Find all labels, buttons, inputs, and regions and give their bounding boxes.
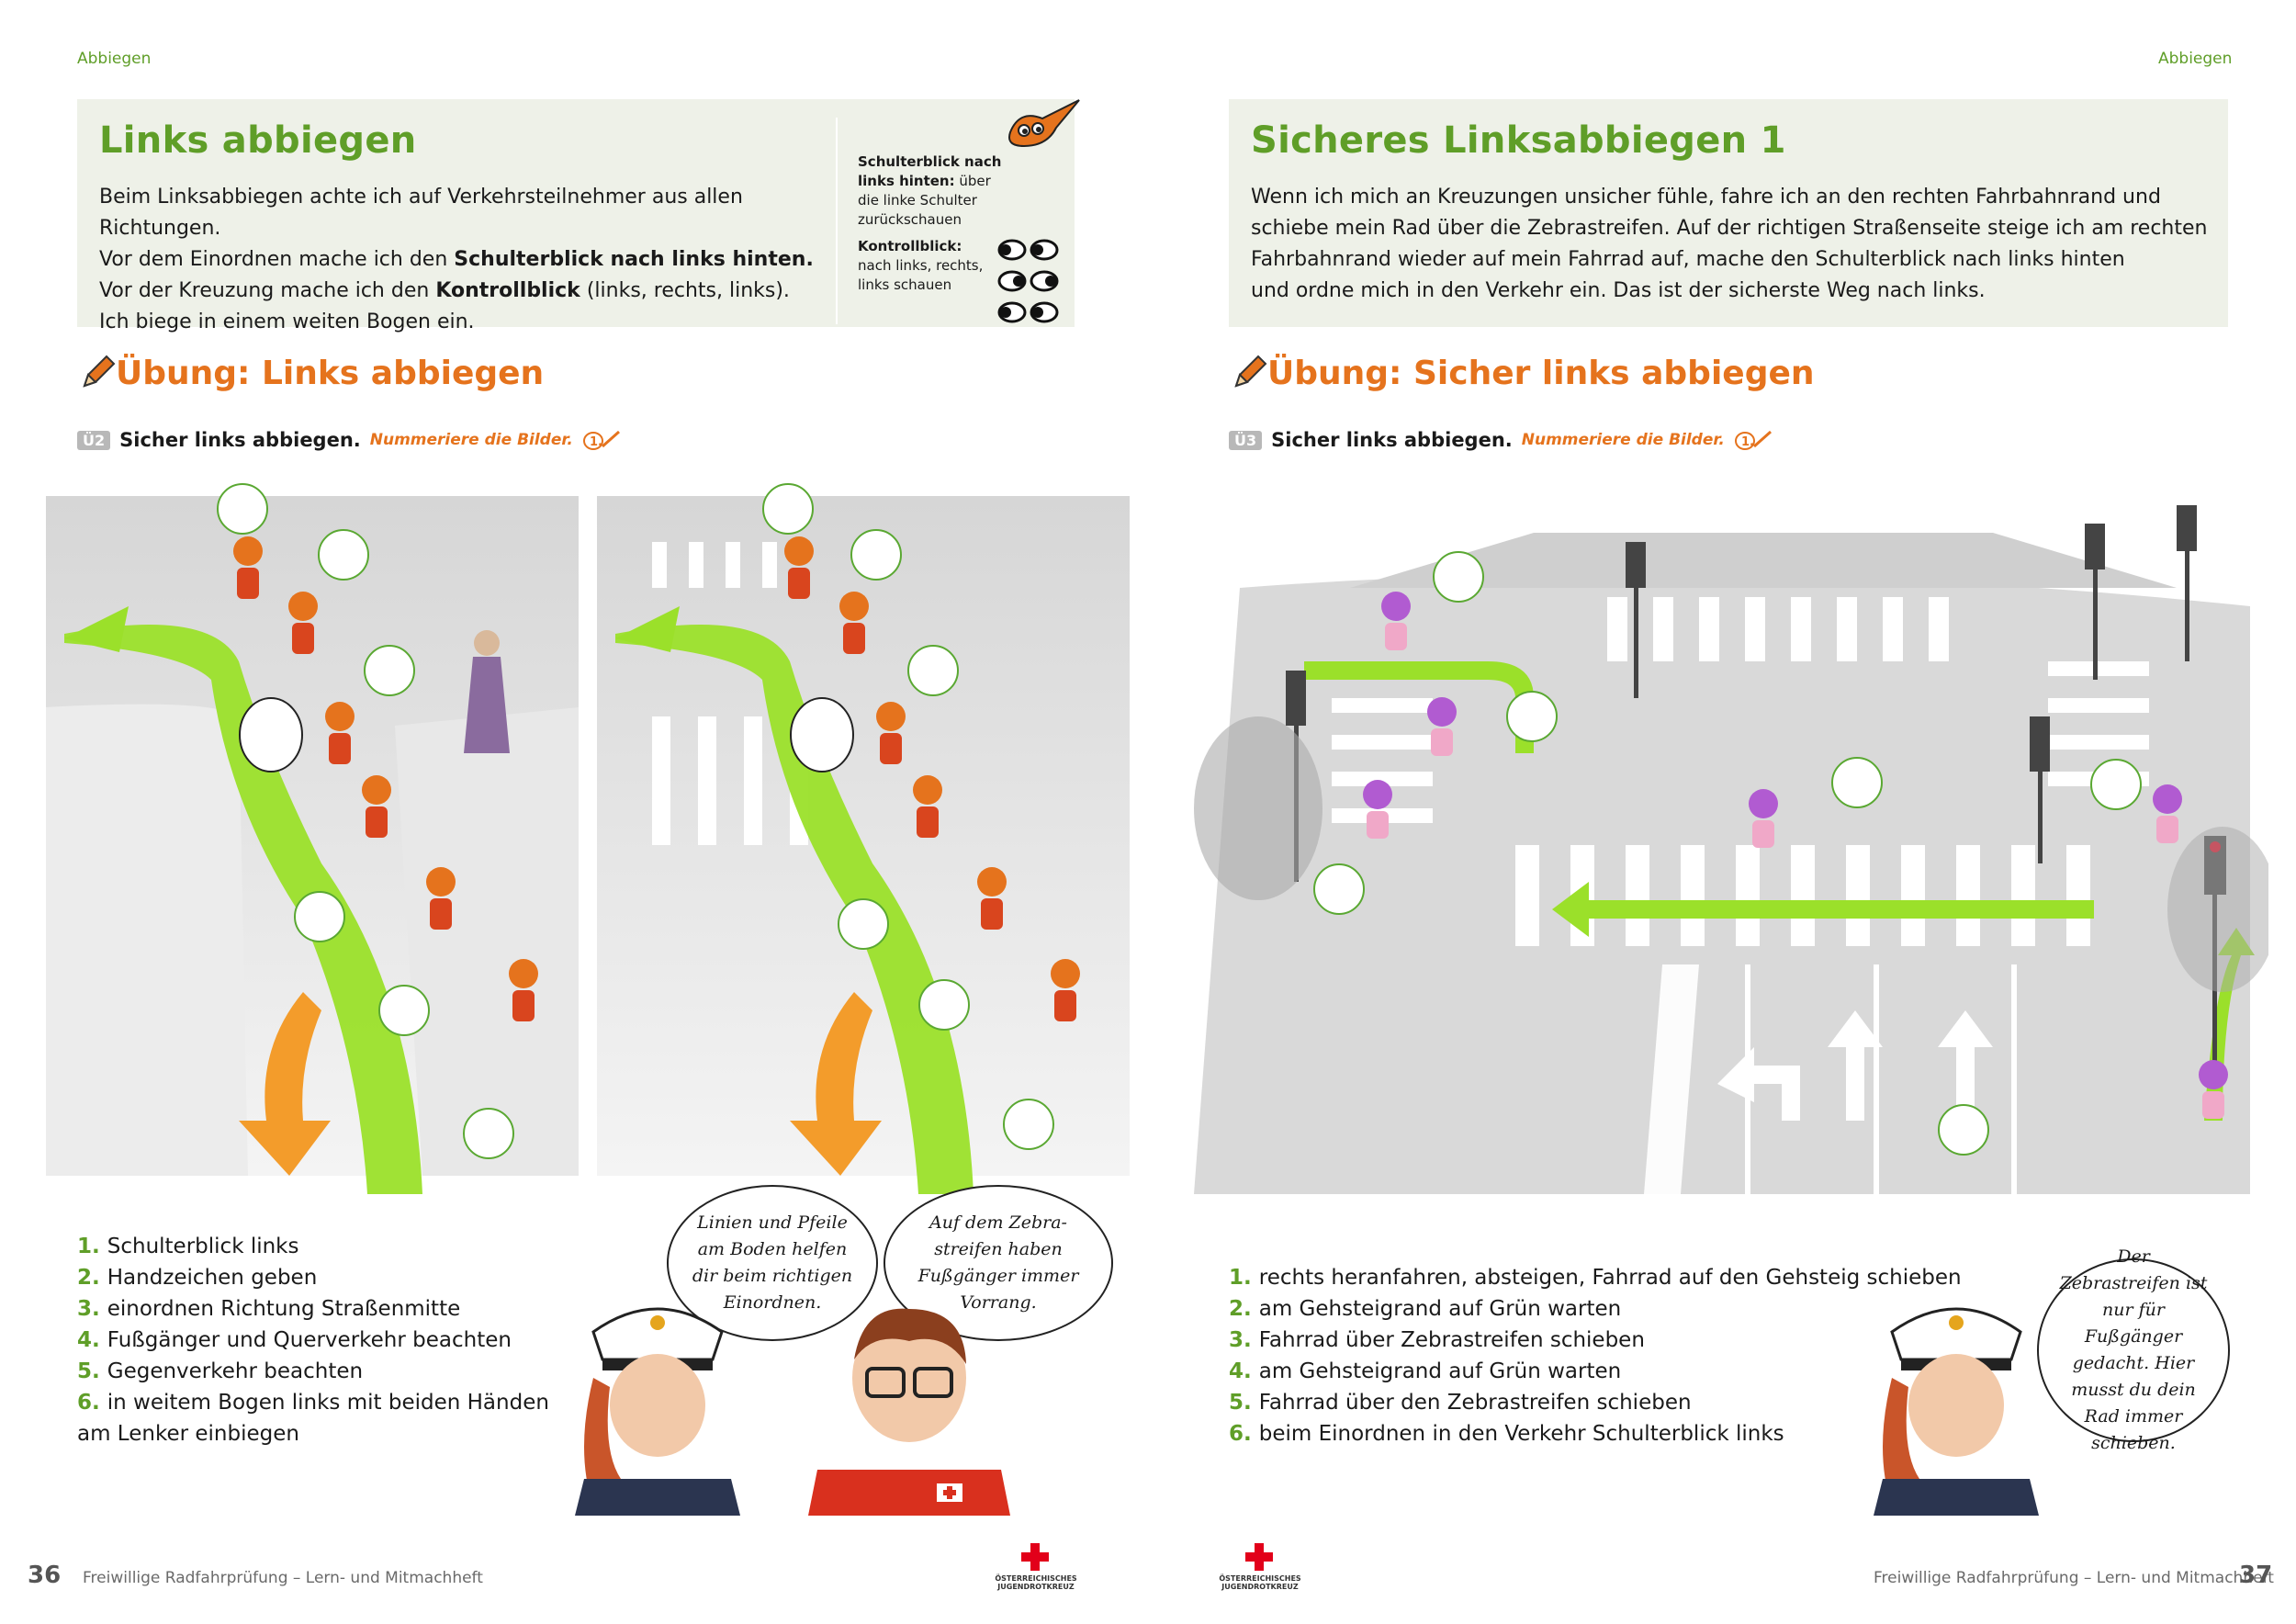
intro-line-4: Ich biege in einem weiten Bogen ein. — [99, 310, 475, 333]
number-circle[interactable] — [217, 483, 268, 535]
intro-line-1: Beim Linksabbiegen achte ich auf Verkehr… — [99, 186, 743, 240]
info-box: Sicheres Linksabbiegen 1 Wenn ich mich a… — [1229, 99, 2228, 327]
number-circle[interactable] — [838, 898, 889, 950]
speech-bubble: Linien und Pfeile am Boden helfen dir be… — [667, 1185, 878, 1341]
number-circle[interactable] — [1831, 757, 1883, 808]
page-title: Sicheres Linksabbiegen 1 — [1251, 119, 1786, 162]
list-item: 6.beim Einordnen in den Verkehr Schulter… — [1229, 1422, 1784, 1446]
speech-bubble: Der Zebrastreifen ist nur für Fußgänger … — [2037, 1246, 2230, 1453]
number-circle[interactable] — [918, 979, 970, 1031]
number-circle[interactable] — [1433, 551, 1484, 603]
section-header: Abbiegen — [2158, 50, 2233, 68]
number-circle[interactable] — [1506, 691, 1558, 742]
number-circle[interactable] — [378, 985, 430, 1036]
number-circle[interactable] — [318, 529, 369, 581]
number-circle[interactable] — [907, 645, 959, 696]
intro-line-2: schiebe mein Rad über die Zebrastreifen.… — [1251, 217, 2208, 240]
exercise-title: Übung: Sicher links abbiegen — [1267, 355, 1815, 392]
intro-text: Beim Linksabbiegen achte ich auf Verkehr… — [99, 182, 861, 338]
footer-text: Freiwillige Radfahrprüfung – Lern- und M… — [83, 1569, 483, 1587]
steps-list: 1.rechts heranfahren, absteigen, Fahrrad… — [1229, 1262, 1982, 1449]
intro-line-1: Wenn ich mich an Kreuzungen unsicher füh… — [1251, 186, 2161, 209]
list-item: 1.Schulterblick links — [77, 1235, 299, 1258]
task-line: Ü3 Sicher links abbiegen. Nummeriere die… — [1229, 428, 1774, 452]
left-illustration — [46, 496, 1130, 1194]
task-hint: Nummeriere die Bilder. — [1521, 431, 1725, 449]
task-text: Sicher links abbiegen. — [1271, 429, 1513, 451]
list-item: 2.Handzeichen geben — [77, 1266, 318, 1290]
sidebar-control: Kontrollblick:nach links, rechts, links … — [858, 238, 984, 293]
number-circle[interactable] — [2090, 759, 2142, 810]
pencil-icon — [83, 355, 116, 388]
intro-line-3: Vor der Kreuzung mache ich den Kontrollb… — [99, 279, 790, 302]
right-illustration — [1194, 505, 2268, 1194]
list-item: 3.Fahrrad über Zebrastreifen schieben — [1229, 1328, 1645, 1352]
list-item: 4.am Gehsteigrand auf Grün warten — [1229, 1359, 1622, 1383]
number-circle[interactable] — [1003, 1099, 1054, 1150]
sidebar-shoulder: Schulterblick nach links hinten: über di… — [858, 153, 1002, 228]
intro-line-2: Vor dem Einordnen mache ich den Schulter… — [99, 248, 814, 271]
number-circle[interactable] — [850, 529, 902, 581]
page-number: 37 — [2239, 1562, 2273, 1589]
police-officer-character — [1874, 1307, 2039, 1516]
number-circle[interactable] — [1938, 1104, 1989, 1156]
page-number: 36 — [28, 1562, 62, 1589]
intro-line-4: und ordne mich in den Verkehr ein. Das i… — [1251, 279, 1986, 302]
intro-text: Wenn ich mich an Kreuzungen unsicher füh… — [1251, 182, 2215, 307]
number-circle[interactable] — [364, 645, 415, 696]
list-item: 5.Gegenverkehr beachten — [77, 1359, 364, 1383]
list-item: 3.einordnen Richtung Straßenmitte — [77, 1297, 461, 1321]
page-title: Links abbiegen — [99, 119, 417, 162]
police-officer-character — [575, 1307, 740, 1516]
number-circle[interactable] — [762, 483, 814, 535]
footer-text: Freiwillige Radfahrprüfung – Lern- und M… — [1874, 1569, 2274, 1587]
number-circle[interactable] — [294, 891, 345, 942]
red-cross-logo-icon — [1021, 1543, 1049, 1571]
svg-text:1.: 1. — [590, 435, 602, 449]
exercise-title: Übung: Links abbiegen — [116, 355, 545, 392]
task-hint: Nummeriere die Bilder. — [369, 431, 573, 449]
list-item: 1.rechts heranfahren, absteigen, Fahrrad… — [1229, 1266, 1962, 1290]
info-box: Links abbiegen Beim Linksabbiegen achte … — [77, 99, 1080, 333]
red-cross-logo-icon — [1245, 1543, 1273, 1571]
red-cross-helper-character — [808, 1308, 1010, 1516]
number-circle[interactable] — [1313, 863, 1365, 915]
eyes-icon — [997, 239, 1059, 323]
svg-text:1.: 1. — [1741, 435, 1754, 449]
bird-mascot-icon — [1008, 99, 1080, 148]
divider — [836, 118, 838, 324]
task-number: Ü2 — [77, 430, 111, 450]
section-header: Abbiegen — [77, 50, 152, 68]
list-item: 4.Fußgänger und Querverkehr beachten — [77, 1328, 512, 1352]
list-item: 6.in weitem Bogen links mit beiden Hände… — [77, 1391, 549, 1446]
intro-line-3: Fahrbahnrand wieder auf mein Fahrrad auf… — [1251, 248, 2125, 271]
steps-list: 1.Schulterblick links 2.Handzeichen gebe… — [77, 1231, 555, 1449]
task-line: Ü2 Sicher links abbiegen. Nummeriere die… — [77, 428, 623, 452]
list-item: 2.am Gehsteigrand auf Grün warten — [1229, 1297, 1622, 1321]
number-circle[interactable] — [463, 1108, 514, 1159]
pencil-number-icon: 1. — [1734, 430, 1772, 450]
task-text: Sicher links abbiegen. — [119, 429, 361, 451]
task-number: Ü3 — [1229, 430, 1263, 450]
pencil-number-icon: 1. — [582, 430, 620, 450]
pencil-icon — [1234, 355, 1267, 388]
list-item: 5.Fahrrad über den Zebrastreifen schiebe… — [1229, 1391, 1692, 1415]
